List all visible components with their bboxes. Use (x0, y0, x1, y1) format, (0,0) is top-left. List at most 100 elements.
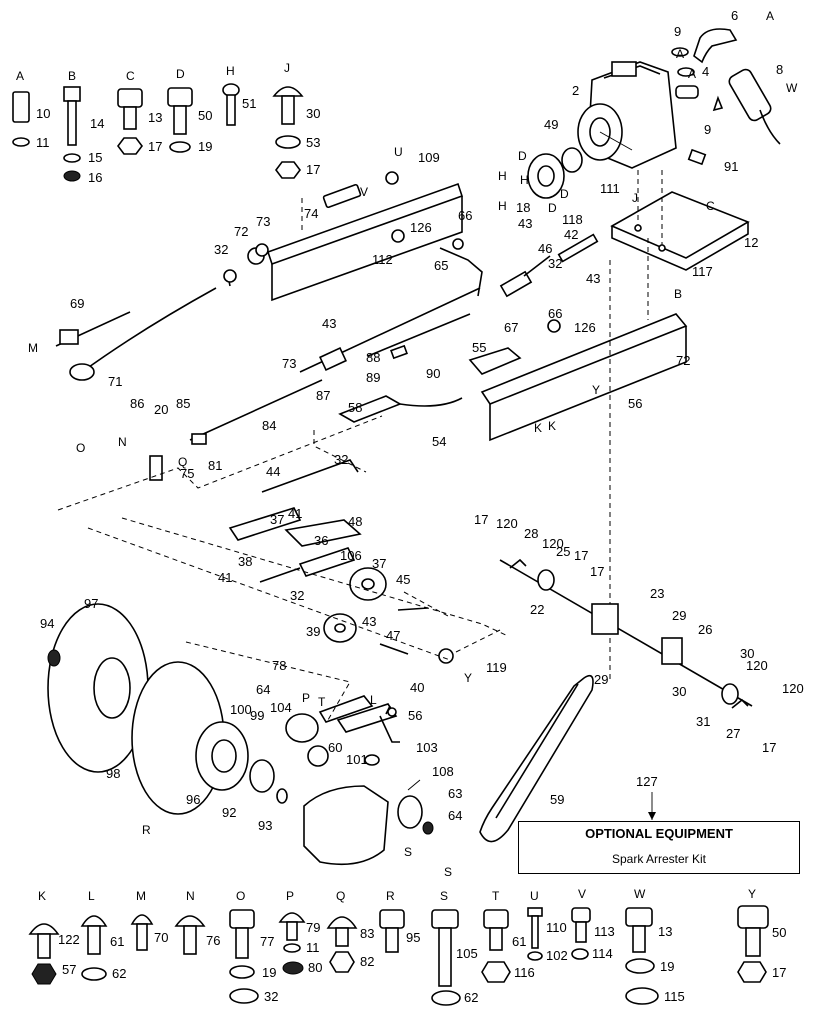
washer-part (223, 269, 237, 283)
part-number: 17 (148, 139, 162, 154)
hex-bolt-icon (379, 909, 405, 929)
lock-washer-icon (169, 141, 191, 153)
callout-label: 120 (496, 516, 518, 531)
callout-label: 72 (234, 224, 248, 239)
callout-label: 47 (386, 628, 400, 643)
callout-label: 18 (516, 200, 530, 215)
carriage-head-icon (272, 86, 304, 97)
connector-letter: H (498, 199, 507, 213)
hardware-letter: K (38, 889, 46, 903)
bolt-head-icon (63, 86, 81, 102)
part-number: 17 (306, 162, 320, 177)
link-pin (523, 255, 551, 277)
washer-icon (63, 153, 81, 163)
callout-label: 17 (574, 548, 588, 563)
washer-part (391, 229, 405, 243)
part-number: 102 (546, 948, 568, 963)
callout-label: 94 (40, 616, 54, 631)
hardware-group-v: V 113 (571, 887, 615, 943)
bolt-shank-icon (136, 923, 148, 951)
callout-label: 32 (290, 588, 304, 603)
link-bracket (499, 270, 533, 298)
callout-label: 120 (782, 681, 804, 696)
washer-part (452, 238, 464, 250)
pulley-spacer (561, 147, 583, 173)
part-number: 80 (308, 960, 322, 975)
callout-label: 67 (504, 320, 518, 335)
callout-label: 30 (740, 646, 754, 661)
part-number: 11 (306, 940, 320, 955)
control-linkage (55, 171, 599, 481)
hardware-group-w: W 13 19 115 (625, 887, 685, 1005)
engine-spark-plug (611, 61, 637, 77)
callout-label: 112 (372, 252, 393, 267)
callout-label: 4 (702, 64, 709, 79)
callout-label: 45 (396, 572, 410, 587)
callout-label: 71 (108, 374, 122, 389)
guide-line (57, 415, 383, 511)
bolt-shank-icon (173, 105, 187, 135)
upper-frame (266, 182, 464, 302)
bolt-shank-icon (385, 927, 399, 953)
wheel-nut (47, 649, 61, 667)
bolt-icon (12, 91, 30, 123)
exhaust-pipe (693, 28, 738, 64)
washer-icon (431, 990, 461, 1006)
wheel-hub (195, 721, 249, 791)
hardware-letter: C (126, 69, 135, 83)
connector-letter: J (632, 191, 638, 205)
callout-label: 48 (348, 514, 362, 529)
guide-line (185, 641, 351, 721)
callout-label: 12 (744, 235, 758, 250)
heat-shield (687, 148, 707, 166)
washer-icon (527, 951, 543, 961)
callout-label: 17 (590, 564, 604, 579)
callout-label: 84 (262, 418, 276, 433)
hardware-letter: B (68, 69, 76, 83)
hardware-letter: Q (336, 889, 345, 903)
hardware-group-y: Y 50 17 (737, 887, 786, 983)
callout-label: 26 (698, 622, 712, 637)
part-number: 17 (772, 965, 786, 980)
connector-letter: V (360, 185, 368, 199)
spacer (390, 344, 408, 360)
connector-letter: A (766, 9, 774, 23)
hardware-letter: J (284, 61, 290, 75)
connector-letter: D (560, 187, 569, 201)
arrow-head-icon (648, 812, 656, 820)
hex-bolt-icon (167, 87, 193, 107)
bearing-bracket (591, 603, 619, 635)
part-number: 115 (664, 989, 685, 1004)
part-number: 19 (660, 959, 674, 974)
hardware-group-o: O 77 19 32 (229, 889, 278, 1004)
bolt-shank-icon (335, 927, 349, 947)
connector-letter: K (534, 421, 542, 435)
bolt-shank-icon (632, 925, 646, 953)
callout-label: 8 (776, 62, 783, 77)
callout-label: 81 (208, 458, 222, 473)
callout-label: 41 (288, 506, 302, 521)
part-number: 51 (242, 96, 256, 111)
carriage-head-icon (28, 923, 60, 935)
callout-label: 60 (328, 740, 342, 755)
optional-equipment-item: Spark Arrester Kit (611, 852, 707, 866)
bolt-hole (658, 244, 666, 252)
callout-label: 2 (572, 83, 579, 98)
callout-label: 6 (731, 8, 738, 23)
part-number: 82 (360, 954, 374, 969)
callout-label: 29 (594, 672, 608, 687)
callout-label: 126 (410, 220, 432, 235)
connector-letter: N (118, 435, 127, 449)
hardware-group-l: L 61 62 (80, 889, 126, 981)
connector-letter: O (76, 441, 85, 455)
hardware-group-a: A 10 11 (12, 69, 50, 150)
spring (557, 233, 599, 263)
callout-label: 93 (258, 818, 272, 833)
part-number: 30 (306, 106, 320, 121)
bolt-shank-icon (286, 921, 298, 941)
control-cable (81, 287, 217, 373)
callout-label: 9 (674, 24, 681, 39)
nut-icon (282, 961, 304, 975)
callout-label: 63 (448, 786, 462, 801)
connector-letter: T (318, 695, 326, 709)
